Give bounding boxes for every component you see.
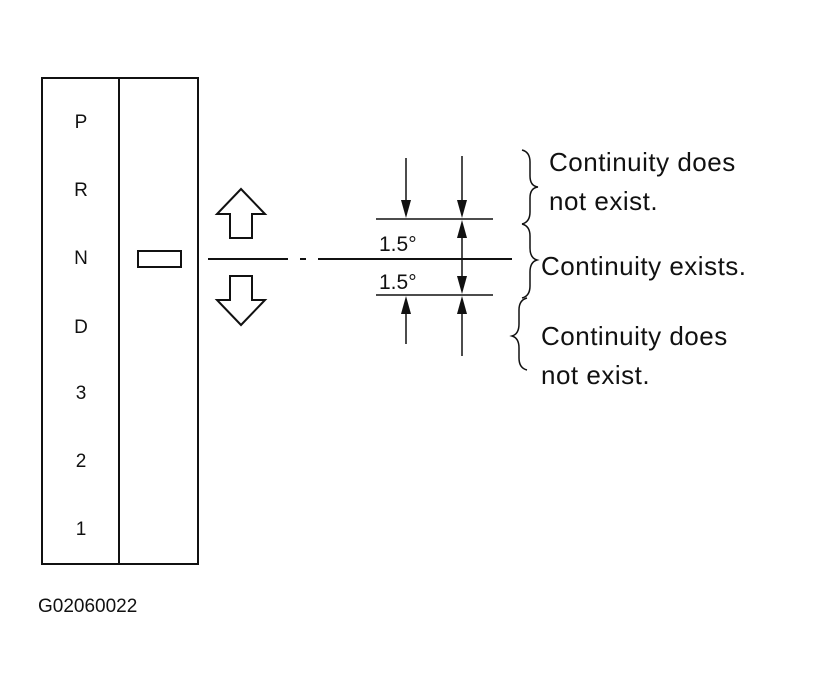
position-label-d: D xyxy=(74,317,88,338)
outline-up-arrow-icon xyxy=(214,187,268,239)
middle-note: Continuity exists. xyxy=(541,251,747,281)
position-label-n: N xyxy=(74,248,88,269)
upper-brace xyxy=(521,149,539,225)
upper-angle-label: 1.5° xyxy=(379,233,417,256)
position-label-3: 3 xyxy=(76,383,87,404)
outline-down-arrow-icon xyxy=(214,275,268,327)
right-arrow-down-head-inner xyxy=(457,276,467,294)
lower-angle-label: 1.5° xyxy=(379,271,417,294)
left-arrow-down-head xyxy=(401,200,411,218)
right-arrow-up-head-inner xyxy=(457,220,467,238)
left-arrow-up-head xyxy=(401,296,411,314)
position-indicator xyxy=(137,250,182,268)
lower-note-line1: Continuity does xyxy=(541,321,728,351)
upper-note-line2: not exist. xyxy=(549,186,658,216)
right-arrow-down-head xyxy=(457,200,467,218)
position-label-p: P xyxy=(75,112,88,133)
lower-note-line2: not exist. xyxy=(541,360,650,390)
upper-note-line1: Continuity does xyxy=(549,147,736,177)
lower-brace xyxy=(509,297,528,371)
figure-code: G02060022 xyxy=(38,596,137,617)
right-arrow-up-head xyxy=(457,296,467,314)
position-label-1: 1 xyxy=(76,519,87,540)
middle-brace xyxy=(521,223,540,299)
selector-panel: P R N D 3 2 1 xyxy=(41,77,199,565)
position-label-r: R xyxy=(74,180,88,201)
position-label-2: 2 xyxy=(76,451,87,472)
